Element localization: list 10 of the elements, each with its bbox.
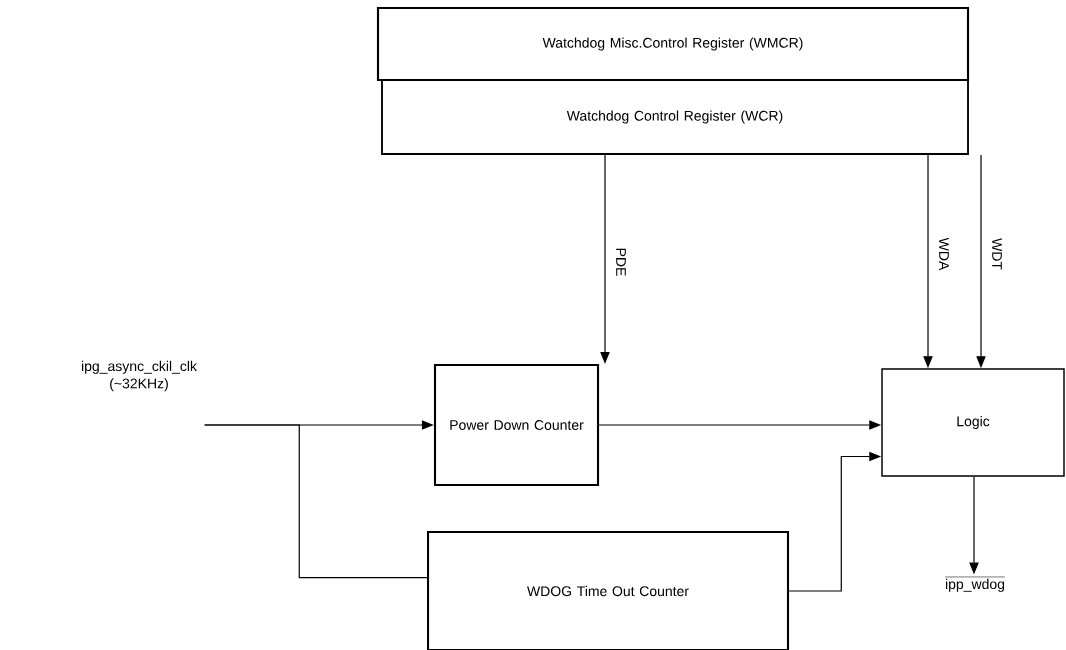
- edge-label: WDT: [990, 236, 1004, 272]
- register-box: Watchdog Control Register (WCR): [381, 79, 969, 155]
- register-box: Watchdog Misc.Control Register (WMCR): [376, 6, 970, 82]
- edge-label: PDE: [614, 246, 628, 278]
- edge-label: WDA: [937, 236, 951, 272]
- signal-label: ipp_wdog: [944, 576, 1006, 592]
- logic-box: Logic: [881, 368, 1065, 477]
- signal-label: ipg_async_ckil_clk (~32KHz): [81, 360, 197, 392]
- counter-box: WDOG Time Out Counter: [426, 530, 790, 650]
- counter-box: Power Down Counter: [433, 363, 600, 487]
